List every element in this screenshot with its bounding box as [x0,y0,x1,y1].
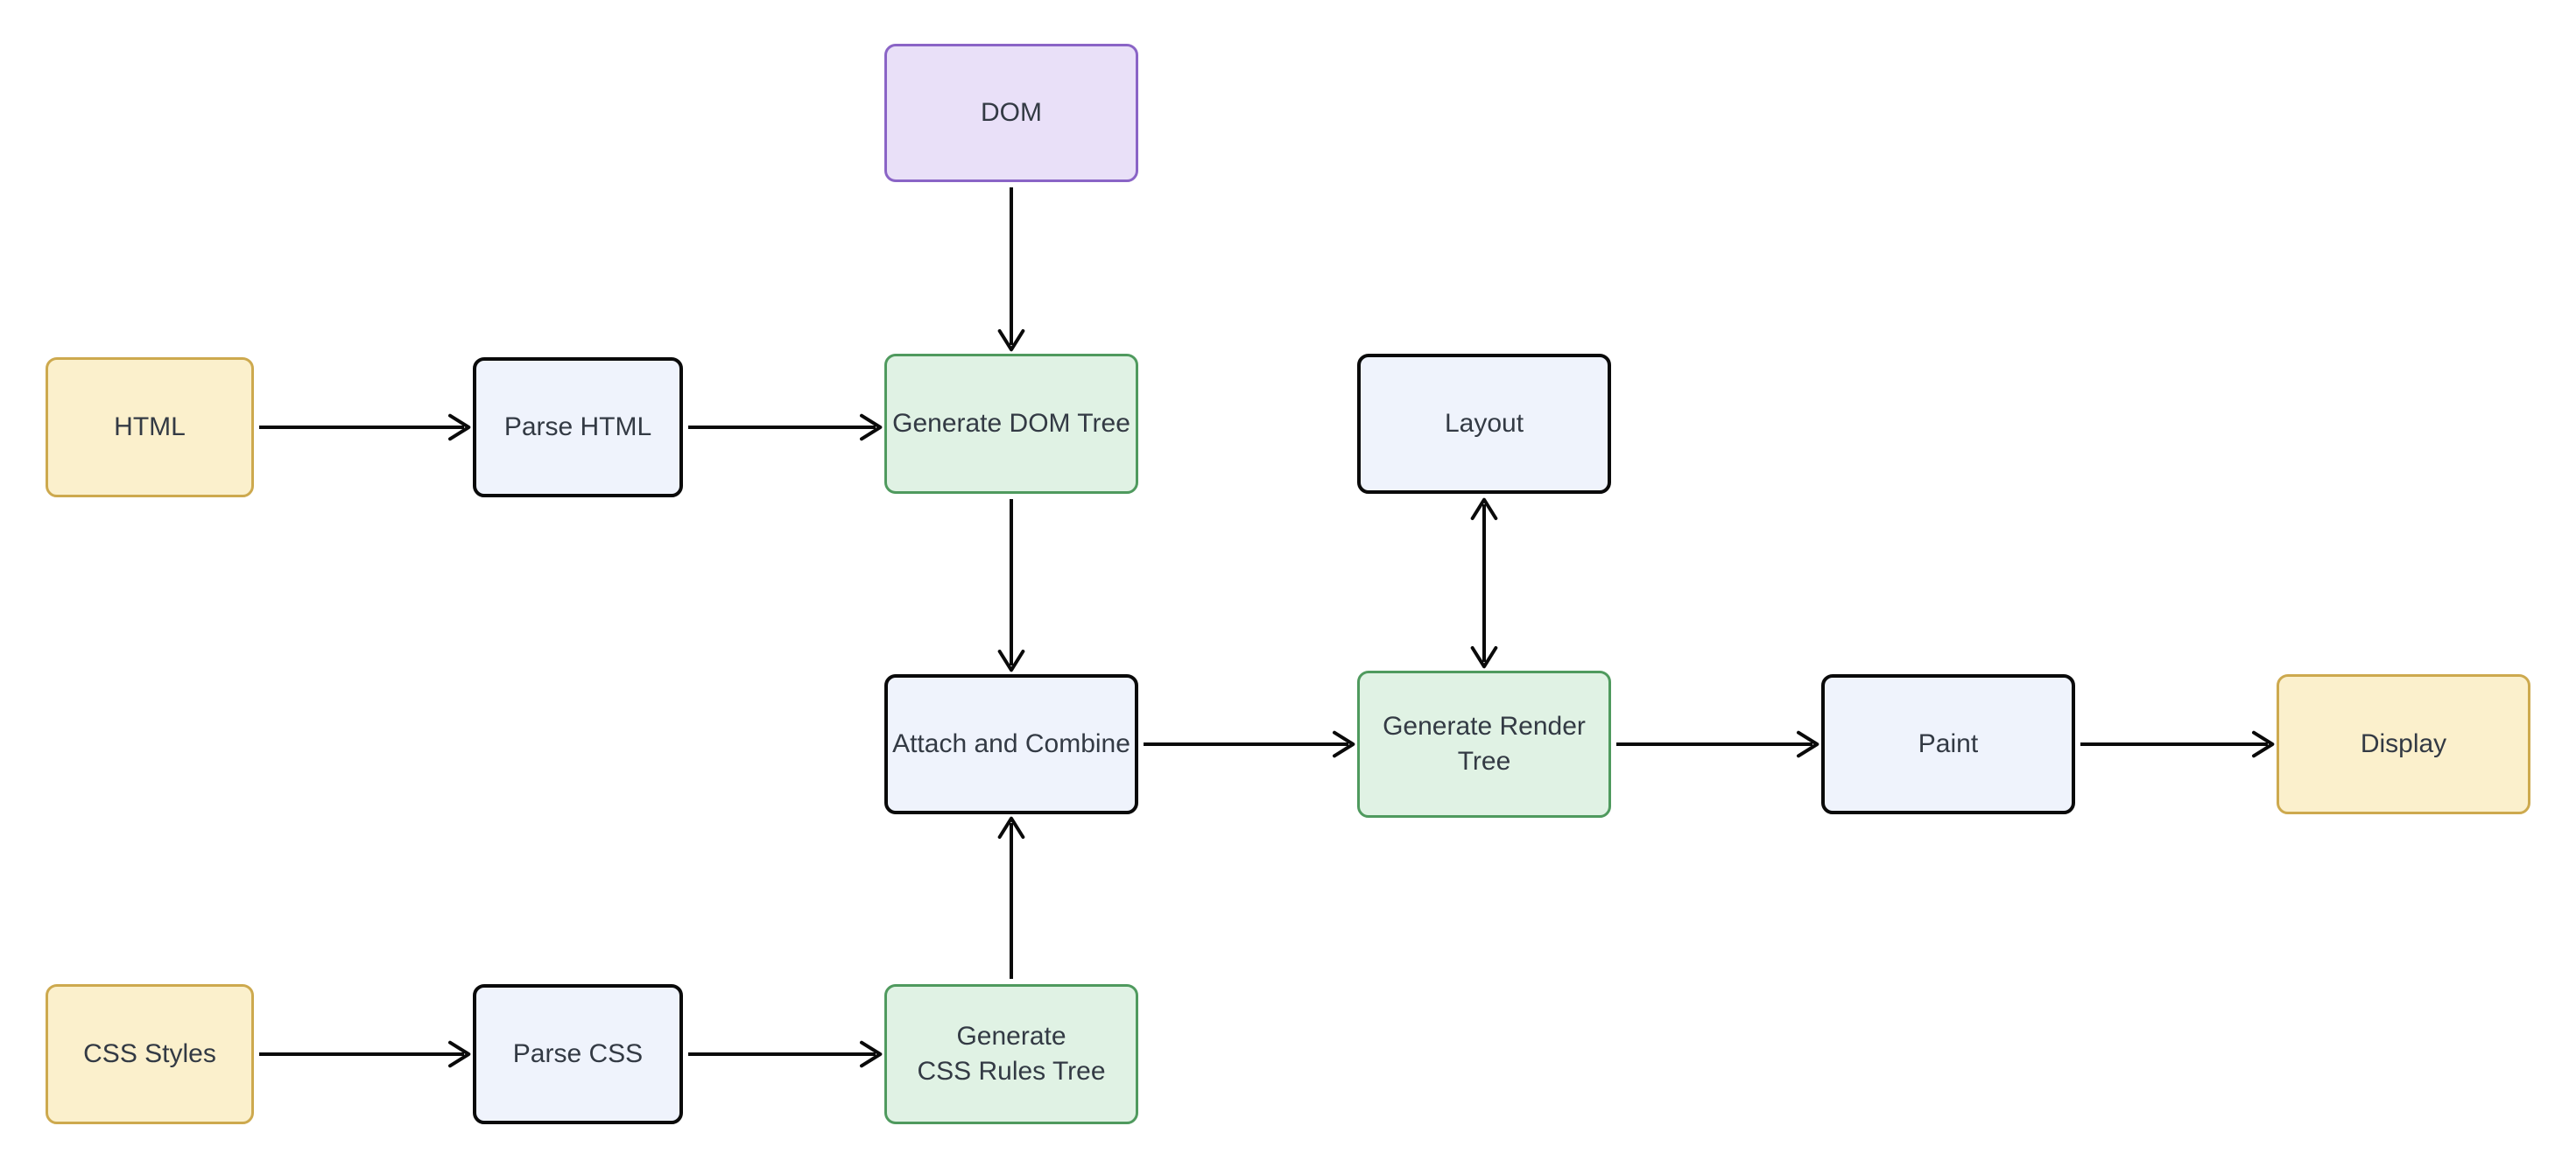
node-html: HTML [46,357,254,497]
node-label: Parse CSS [512,1039,644,1068]
node-label: Display [2360,729,2447,758]
node-label: Attach and Combine [892,729,1130,758]
node-display: Display [2277,674,2530,814]
node-label: CSS Styles [83,1039,216,1068]
node-label: Parse HTML [503,412,652,441]
node-label: Generate Render [1383,712,1586,741]
node-generate-dom-tree: Generate DOM Tree [884,354,1138,494]
node-layout: Layout [1357,354,1611,494]
node-paint: Paint [1821,674,2075,814]
node-label: Paint [1918,729,1979,758]
node-css-styles: CSS Styles [46,984,254,1124]
node-label: Generate [956,1022,1066,1051]
node-dom: DOM [884,44,1138,182]
node-label: HTML [114,412,186,441]
edges-group [259,187,2275,1068]
node-label: Generate DOM Tree [892,409,1130,438]
node-attach-and-combine: Attach and Combine [884,674,1138,814]
node-label: CSS Rules Tree [917,1057,1106,1086]
node-label: DOM [981,98,1042,127]
node-label: Layout [1444,409,1524,438]
node-label: Tree [1457,747,1511,776]
node-parse-css: Parse CSS [473,984,683,1124]
node-parse-html: Parse HTML [473,357,683,497]
